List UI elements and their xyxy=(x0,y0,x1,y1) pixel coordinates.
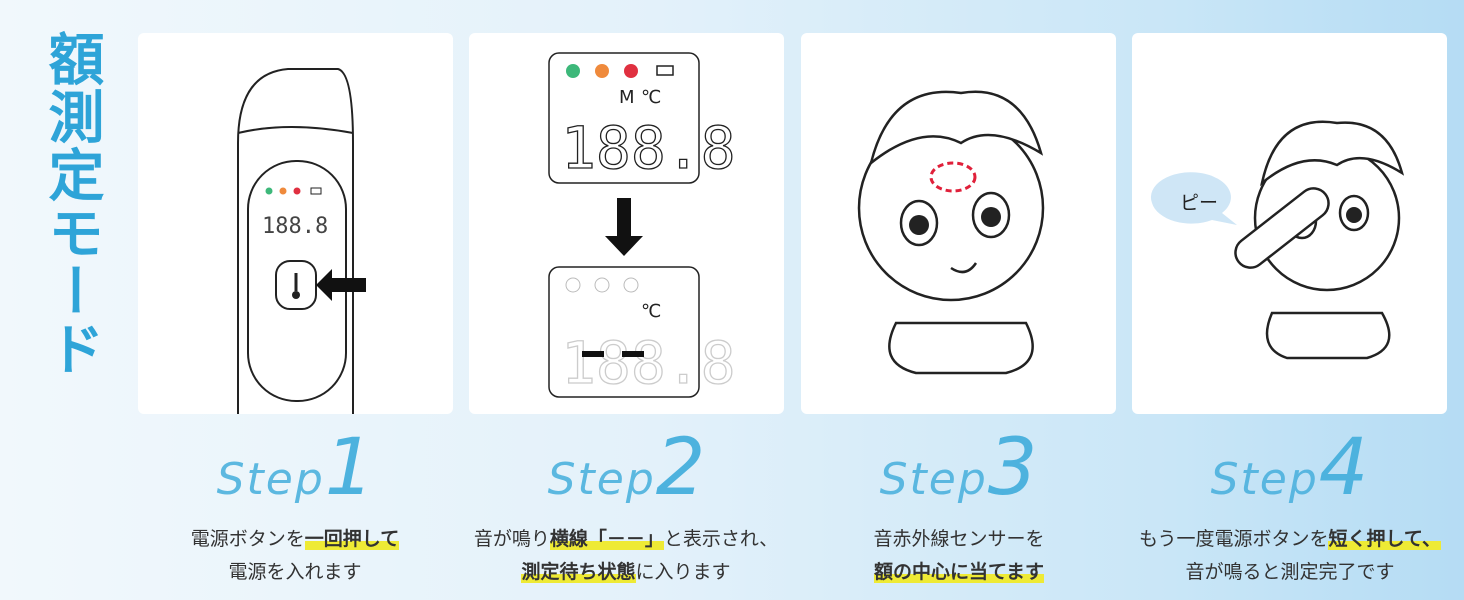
highlight-text: 一回押して xyxy=(304,528,400,550)
lcd-display-drawing: M ℃ 188.8 ℃ 188.8 xyxy=(548,52,736,398)
step3-illustration xyxy=(801,33,1116,414)
step-word: Step xyxy=(547,454,656,505)
text: 音赤外線センサーを xyxy=(873,528,1045,550)
text: に入ります xyxy=(635,561,731,583)
mode-m-label: M xyxy=(619,87,635,108)
lcd-digits-dim: 188.8 xyxy=(561,329,736,397)
lcd-digits: 188.8 xyxy=(561,114,736,182)
battery-icon xyxy=(310,187,322,195)
arrow-left-icon xyxy=(316,269,366,301)
step1-description: 電源ボタンを一回押して 電源を入れます xyxy=(125,523,465,589)
step1-illustration: 188.8 xyxy=(138,33,453,414)
green-indicator-icon xyxy=(265,187,273,195)
step4-description: もう一度電源ボタンを短く押して、 音が鳴ると測定完了です xyxy=(1104,523,1464,589)
step3-label: Step3 xyxy=(801,428,1116,508)
text: 音が鳴ると測定完了です xyxy=(1185,561,1395,583)
baby-measuring-drawing: ピー xyxy=(1150,120,1405,360)
battery-icon xyxy=(656,65,674,76)
arrow-down-icon xyxy=(605,198,643,256)
thermometer-icon xyxy=(292,291,300,299)
step-word: Step xyxy=(1210,454,1319,505)
highlight-text: 短く押して、 xyxy=(1328,528,1441,550)
step-number: 4 xyxy=(1318,423,1369,513)
step-number: 2 xyxy=(655,423,706,513)
step-number: 1 xyxy=(324,423,375,513)
step3-description: 音赤外線センサーを 額の中心に当てます xyxy=(789,523,1129,589)
text: 電源ボタンを xyxy=(190,528,305,550)
step-word: Step xyxy=(216,454,325,505)
unit-label: ℃ xyxy=(641,301,661,322)
highlight-text: 横線「－－」 xyxy=(549,528,664,550)
step-word: Step xyxy=(879,454,988,505)
baby-drawing xyxy=(857,90,1045,375)
text: もう一度電源ボタンを xyxy=(1139,528,1329,550)
step4-label: Step4 xyxy=(1132,428,1447,508)
highlight-text: 測定待ち状態 xyxy=(521,561,636,583)
mode-title: 額測定モード xyxy=(39,30,104,378)
step2-description: 音が鳴り横線「－－」と表示され、 測定待ち状態に入ります xyxy=(446,523,806,589)
beep-text: ピー xyxy=(1180,192,1218,214)
step1-label: Step1 xyxy=(138,428,453,508)
unit-label: ℃ xyxy=(641,87,661,108)
step2-illustration: M ℃ 188.8 ℃ 188.8 xyxy=(469,33,784,414)
step-number: 3 xyxy=(987,423,1038,513)
thermometer-device-drawing: 188.8 xyxy=(237,68,366,414)
lcd-digits: 188.8 xyxy=(262,214,328,239)
orange-indicator-icon xyxy=(279,187,287,195)
text: 音が鳴り xyxy=(473,528,550,550)
forehead-target-marker xyxy=(929,161,977,193)
text: と表示され、 xyxy=(663,528,779,550)
step2-label: Step2 xyxy=(469,428,784,508)
highlight-text: 額の中心に当てます xyxy=(873,561,1045,583)
step4-illustration: ピー xyxy=(1132,33,1447,414)
red-indicator-icon xyxy=(293,187,301,195)
speech-bubble xyxy=(1150,172,1237,225)
text: 電源を入れます xyxy=(228,561,362,583)
